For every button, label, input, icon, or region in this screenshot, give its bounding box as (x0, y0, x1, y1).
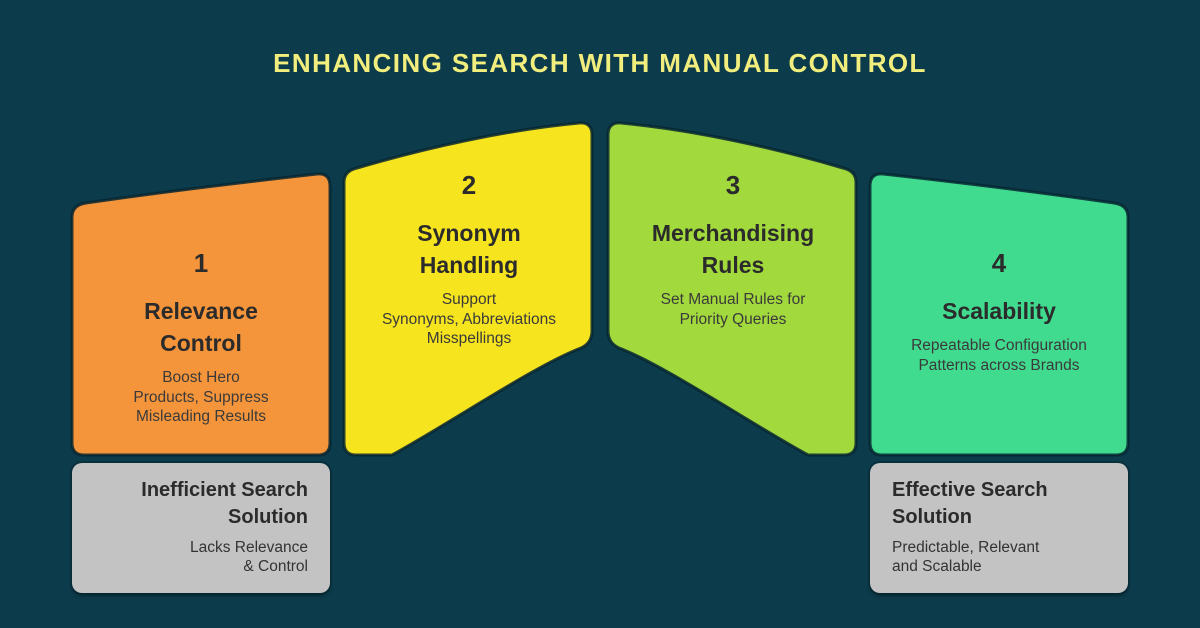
step-1-panel-shape (70, 172, 332, 457)
callout-right-description: Predictable, Relevant and Scalable (892, 539, 1040, 575)
callout-inefficient-search: Inefficient Search Solution Lacks Releva… (72, 463, 330, 593)
callout-left-title: Inefficient Search Solution (141, 479, 308, 528)
step-2-synonym-handling: 2 Synonym Handling Support Synonyms, Abb… (340, 172, 598, 349)
step-1-title: Relevance Control (144, 298, 258, 356)
step-2-description: Support Synonyms, Abbreviations Misspell… (381, 291, 557, 347)
step-3-panel-shape (606, 121, 858, 457)
callout-right-title: Effective Search Solution (892, 479, 1048, 528)
step-1-description: Boost Hero Products, Suppress Misleading… (133, 369, 269, 425)
step-4-title: Scalability (942, 298, 1056, 324)
step-3-description: Set Manual Rules for Priority Queries (660, 291, 806, 328)
step-4-number: 4 (991, 248, 1007, 278)
page-title: ENHANCING SEARCH WITH MANUAL CONTROL (273, 48, 927, 78)
step-2-number: 2 (461, 170, 477, 200)
step-4-scalability: 4 Scalability Repeatable Configuration P… (870, 250, 1128, 375)
callout-effective-search: Effective Search Solution Predictable, R… (870, 463, 1128, 593)
callout-left-description: Lacks Relevance & Control (189, 539, 308, 575)
step-2-panel-shape (342, 121, 594, 457)
step-3-merchandising-rules: 3 Merchandising Rules Set Manual Rules f… (604, 172, 862, 329)
step-3-title: Merchandising Rules (651, 220, 815, 278)
step-2-title: Synonym Handling (417, 220, 521, 278)
step-1-number: 1 (193, 248, 209, 278)
step-3-number: 3 (725, 170, 741, 200)
step-4-description: Repeatable Configuration Patterns across… (911, 337, 1087, 374)
step-4-panel-shape (868, 172, 1130, 457)
step-1-relevance-control: 1 Relevance Control Boost Hero Products,… (72, 250, 330, 427)
